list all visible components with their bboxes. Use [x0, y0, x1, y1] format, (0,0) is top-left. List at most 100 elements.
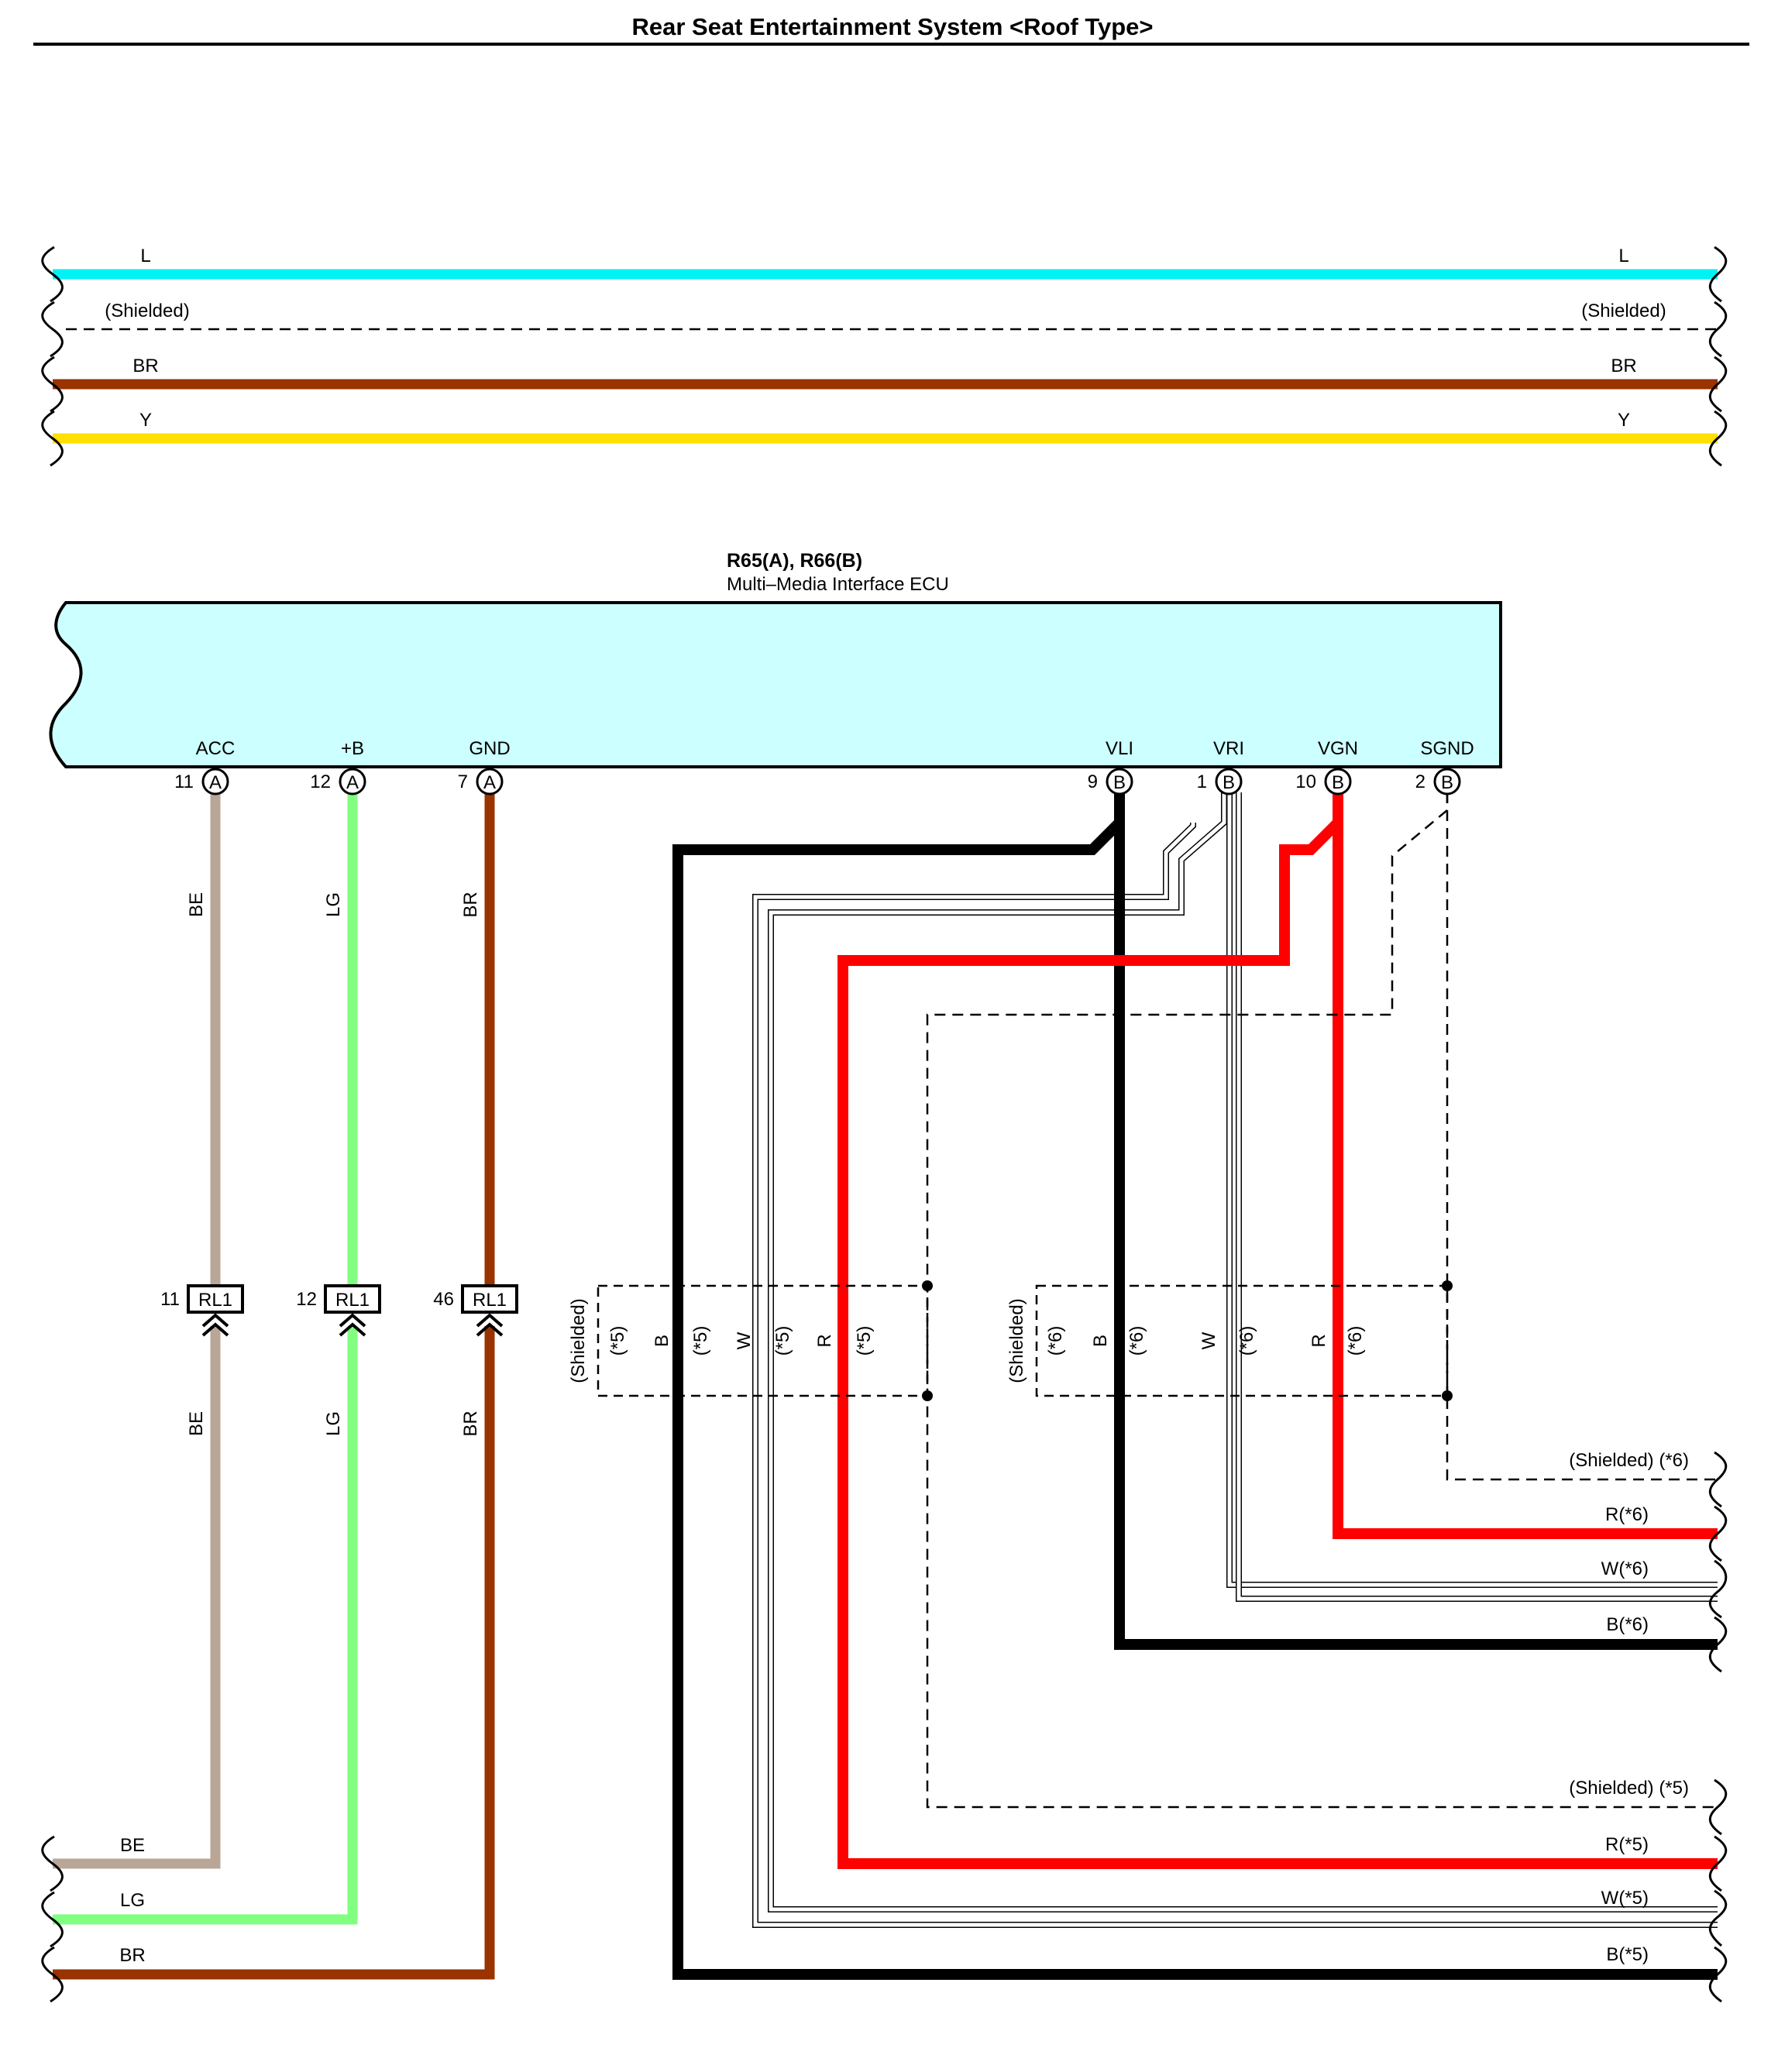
label-b-lower: LG	[323, 1411, 344, 1436]
shield-wire-note: (*5)	[690, 1326, 711, 1356]
wire-b5	[672, 792, 1718, 1980]
pin-number: 10	[1295, 771, 1316, 792]
shield-outline	[1035, 1284, 1449, 1397]
shield-note: (*6)	[1045, 1326, 1066, 1356]
pin-number: 11	[174, 771, 194, 792]
pin-name: SGND	[1420, 738, 1474, 759]
pin-name: GND	[469, 738, 510, 759]
wire-b-lower	[53, 1326, 358, 1925]
shield-wire-note: (*6)	[1345, 1326, 1366, 1356]
output-label-shielded-5: (Shielded) (*5)	[1569, 1778, 1689, 1799]
junction-number: 46	[433, 1289, 454, 1310]
wire-r5	[837, 792, 1718, 1869]
wire-b6	[1114, 823, 1718, 1650]
wire-w6b	[1236, 792, 1718, 1601]
pin-number: 12	[310, 771, 331, 792]
shield-junction-dot	[1442, 1280, 1453, 1291]
wire-w6	[1227, 792, 1718, 1587]
label-Y-right: Y	[1618, 410, 1630, 431]
pin-acc: ACC 11 A	[174, 738, 236, 795]
shield-wire-note: (*5)	[854, 1326, 875, 1356]
label-gnd-upper: BR	[460, 892, 481, 917]
wire-acc-lower	[53, 1326, 221, 1869]
pin-terminal	[1433, 768, 1461, 795]
shield-wire-note: (*6)	[1236, 1326, 1257, 1356]
pin-terminal	[1215, 768, 1243, 795]
pin-name: ACC	[196, 738, 236, 759]
ecu-wires	[53, 792, 1718, 1980]
junction-box	[461, 1284, 518, 1314]
pin-connector: A	[346, 772, 359, 793]
pin-connector: A	[209, 772, 222, 793]
wire-w5	[753, 823, 1718, 1927]
junction-id: RL1	[473, 1290, 507, 1311]
output-label-shielded-6: (Shielded) (*6)	[1569, 1450, 1689, 1471]
pin-name: VLI	[1106, 738, 1133, 759]
pin-number: 9	[1088, 771, 1098, 792]
break-marks-top	[41, 246, 1728, 467]
junction-id: RL1	[198, 1290, 232, 1311]
right-outputs: (Shielded) (*6) R(*6) W(*6) B(*6) (Shiel…	[1569, 1450, 1728, 2003]
diagram-title: Rear Seat Entertainment System <Roof Typ…	[631, 13, 1153, 40]
pin-number: 2	[1415, 771, 1425, 792]
label-BR-right: BR	[1611, 356, 1636, 376]
label-L-left: L	[140, 246, 150, 266]
pin-vli: VLI 9 B	[1088, 738, 1133, 795]
shield-note: (*5)	[607, 1326, 628, 1356]
junction-id: RL1	[335, 1290, 370, 1311]
label-acc-lower: BE	[186, 1411, 207, 1436]
junction-box	[324, 1284, 381, 1314]
junction-rl1-46: 46 RL1	[433, 1284, 518, 1337]
wire-r6	[1333, 823, 1718, 1539]
ecu-box	[49, 601, 1502, 768]
pin-terminal	[201, 768, 229, 795]
junction-connectors: 11 RL1 12 RL1 46 RL1	[160, 1284, 518, 1337]
ecu-name-label: Multi–Media Interface ECU	[727, 574, 949, 595]
pin-connector: B	[1441, 772, 1453, 793]
pin-connector: B	[1113, 772, 1126, 793]
junction-rl1-12: 12 RL1	[296, 1284, 381, 1337]
break-marks-right	[1709, 1451, 1728, 2003]
wire-w5b	[769, 792, 1718, 1912]
output-label-w-6: W(*6)	[1601, 1558, 1649, 1579]
shield-wire-color: B	[652, 1335, 672, 1347]
shield-junction-dot	[922, 1280, 933, 1291]
label-gnd-lower: BR	[460, 1411, 481, 1436]
shield-wire-color: B	[1090, 1335, 1111, 1347]
shield-wire-color: W	[734, 1332, 755, 1349]
pin-number: 1	[1197, 771, 1207, 792]
label-shielded-left: (Shielded)	[105, 301, 189, 321]
chevron-icon	[339, 1313, 366, 1337]
label-BR-left: BR	[132, 356, 158, 376]
chevron-icon	[476, 1313, 504, 1337]
top-bus: L L (Shielded) (Shielded) BR BR Y Y	[41, 246, 1728, 467]
output-label-r-5: R(*5)	[1605, 1834, 1649, 1855]
shield-box-5: (Shielded) (*5) B (*5) W (*5) R (*5)	[568, 1280, 933, 1401]
pin-name: VRI	[1213, 738, 1244, 759]
wire-sgnd5	[926, 792, 1718, 1809]
junction-rl1-11: 11 RL1	[160, 1284, 244, 1337]
shield-label: (Shielded)	[1006, 1298, 1027, 1383]
pin-connector: B	[1332, 772, 1344, 793]
pin-terminal	[476, 768, 504, 795]
break-marks-bottom-left	[41, 1835, 64, 2003]
pin-sgnd: SGND 2 B	[1415, 738, 1474, 795]
wire-gnd-lower	[53, 1326, 495, 1980]
pin-connector: A	[483, 772, 496, 793]
ecu-pins: ACC 11 A +B 12 A GND 7 A VLI 9 B VRI 1 B	[174, 738, 1474, 795]
pin-terminal	[339, 768, 366, 795]
ecu-connector-label: R65(A), R66(B)	[727, 550, 862, 572]
junction-box	[187, 1284, 244, 1314]
pin-terminal	[1106, 768, 1133, 795]
junction-number: 11	[160, 1289, 180, 1310]
shield-wire-color: R	[1309, 1334, 1329, 1347]
output-label-lg: LG	[120, 1890, 145, 1911]
label-Y-left: Y	[139, 410, 152, 431]
label-L-right: L	[1618, 246, 1628, 266]
pin-name: +B	[341, 738, 364, 759]
pin-vri: VRI 1 B	[1197, 738, 1244, 795]
chevron-icon	[201, 1313, 229, 1337]
pin-number: 7	[458, 771, 468, 792]
pin-name: VGN	[1318, 738, 1358, 759]
